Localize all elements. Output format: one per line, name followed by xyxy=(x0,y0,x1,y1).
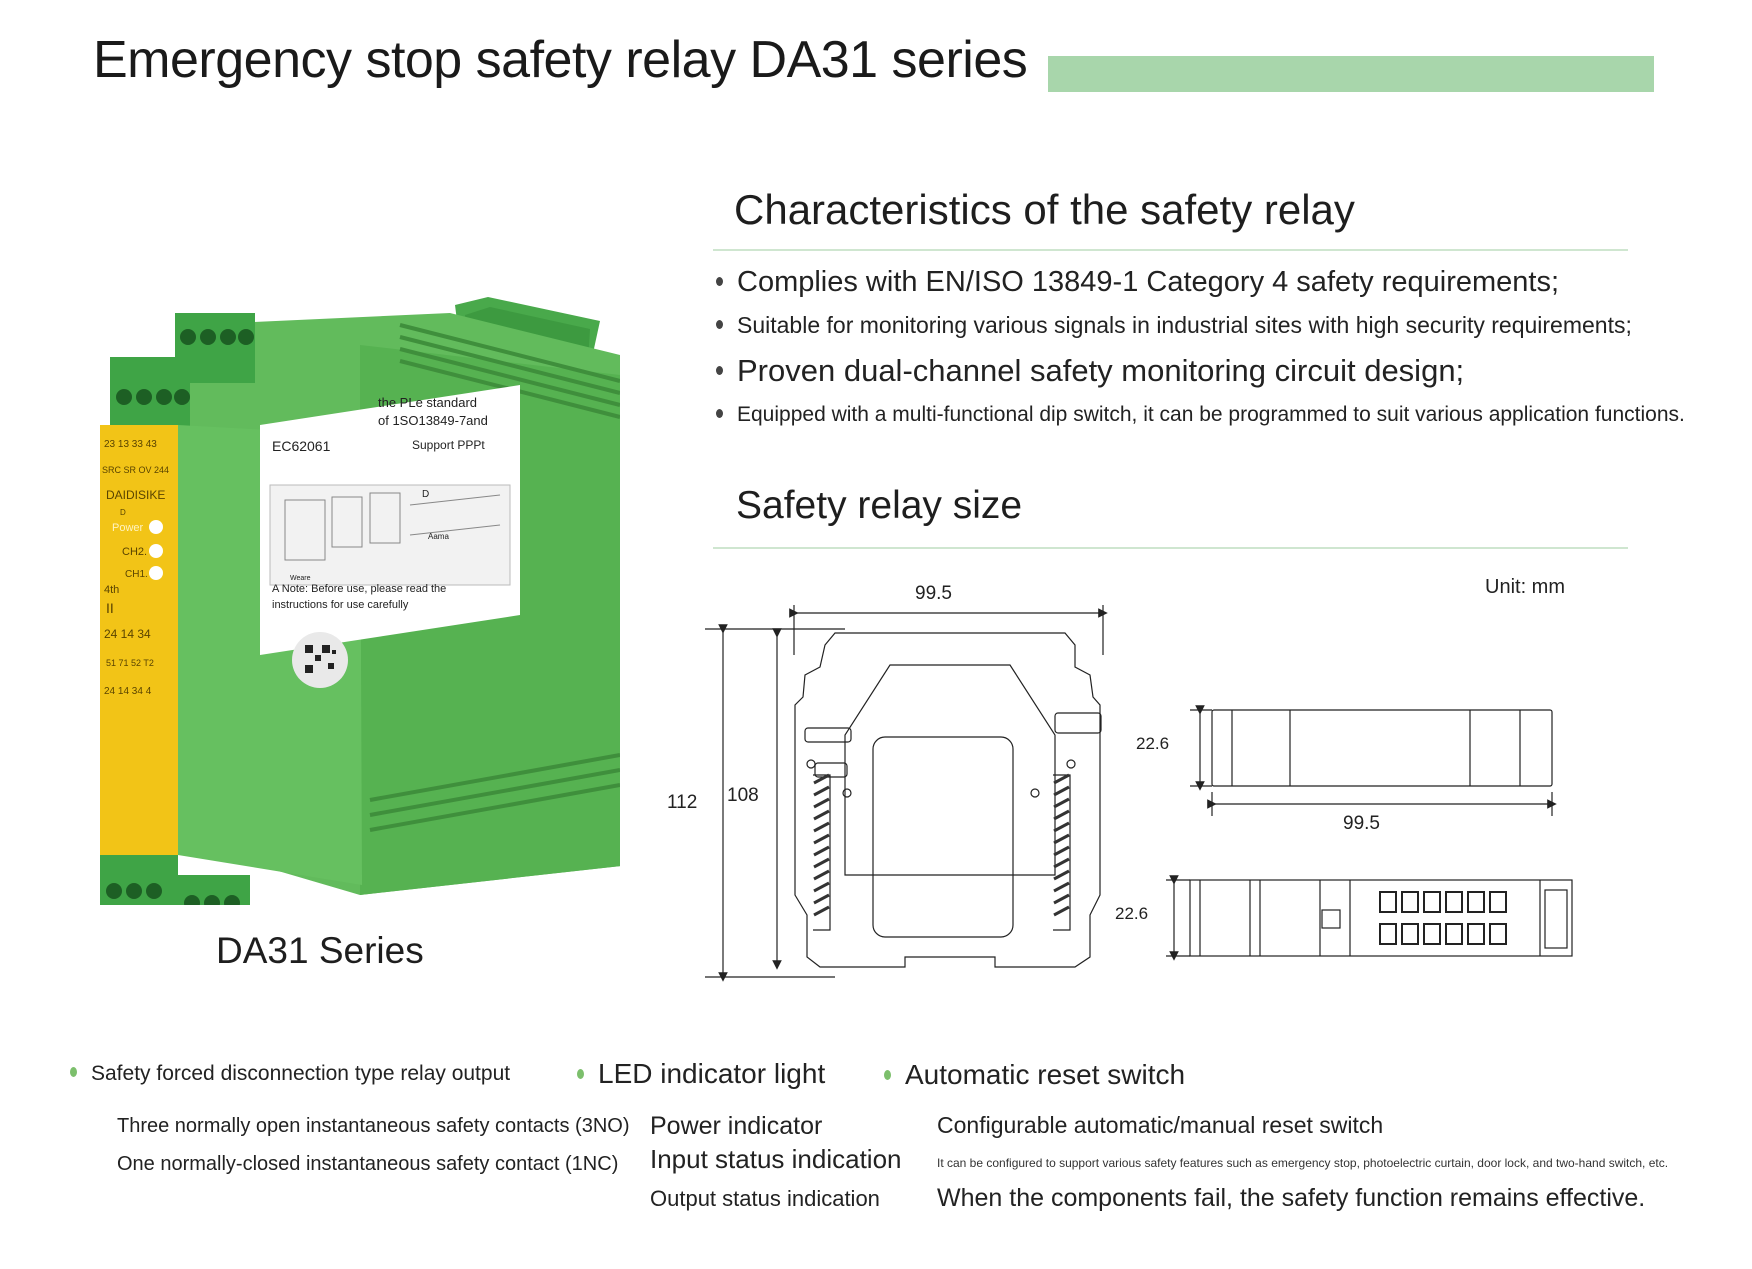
top-view-drawing xyxy=(1190,705,1557,816)
bullet-icon xyxy=(70,1067,77,1078)
dim-top-view-width: 99.5 xyxy=(1343,813,1380,834)
label-4th: 4th xyxy=(104,584,119,596)
label-note-1: A Note: Before use, please read the xyxy=(272,583,446,595)
label-top-terminals: 23 13 33 43 xyxy=(104,439,157,450)
feature-line: One normally-closed instantaneous safety… xyxy=(117,1153,619,1175)
label-power: Power xyxy=(112,522,144,534)
label-standard-1: the PLe standard xyxy=(378,395,477,410)
label-brand-sub: D xyxy=(120,508,126,517)
relay-product-image: 23 13 33 43 SRC SR OV 244 DAIDISIKE D Po… xyxy=(100,297,620,905)
label-pause: II xyxy=(106,600,114,616)
dim-bottom-view-height: 22.6 xyxy=(1115,904,1149,923)
label-standard-2: of 1SO13849-7and xyxy=(378,413,488,428)
dim-top-view-height: 22.6 xyxy=(1136,734,1170,753)
feature-title-relay-output: Safety forced disconnection type relay o… xyxy=(70,1062,510,1086)
feature-line: Output status indication xyxy=(650,1186,880,1211)
feature-line-small: It can be configured to support various … xyxy=(937,1156,1669,1170)
bullet-icon xyxy=(716,320,723,330)
characteristic-item: Complies with EN/ISO 13849-1 Category 4 … xyxy=(716,266,1559,299)
characteristics-divider xyxy=(713,249,1628,251)
label-lower-codes: 51 71 52 T2 xyxy=(106,658,154,668)
unit-label: Unit: mm xyxy=(1485,576,1565,598)
label-ec: EC62061 xyxy=(272,438,331,454)
feature-line: Power indicator xyxy=(650,1112,823,1140)
bullet-icon xyxy=(577,1068,584,1079)
characteristic-item: Suitable for monitoring various signals … xyxy=(716,312,1632,339)
feature-line: Input status indication xyxy=(650,1144,902,1174)
label-ch2: CH2. xyxy=(122,546,147,558)
page-title: Emergency stop safety relay DA31 series xyxy=(93,31,1028,89)
feature-title-reset: Automatic reset switch xyxy=(884,1059,1185,1091)
characteristic-item: Proven dual-channel safety monitoring ci… xyxy=(716,353,1464,389)
bullet-icon xyxy=(716,408,723,418)
label-d-mark: D xyxy=(422,489,429,500)
feature-title-led: LED indicator light xyxy=(577,1058,825,1090)
feature-line: Three normally open instantaneous safety… xyxy=(117,1115,630,1137)
bottom-view-drawing xyxy=(1166,875,1573,961)
title-accent-bar xyxy=(1048,56,1654,92)
label-signals: SRC SR OV 244 xyxy=(102,465,169,475)
label-weare: Weare xyxy=(290,575,311,582)
feature-line: When the components fail, the safety fun… xyxy=(937,1184,1646,1212)
bullet-icon xyxy=(716,276,723,286)
characteristics-heading: Characteristics of the safety relay xyxy=(734,186,1355,233)
label-bottom-terminals: 24 14 34 4 xyxy=(104,686,152,697)
product-caption: DA31 Series xyxy=(216,930,424,971)
label-ch1: CH1. xyxy=(125,569,148,580)
feature-line: Configurable automatic/manual reset swit… xyxy=(937,1112,1384,1138)
label-mid-terminals: 24 14 34 xyxy=(104,627,151,641)
dim-outer-height: 112 xyxy=(667,792,698,813)
size-heading: Safety relay size xyxy=(736,484,1023,527)
label-support: Support PPPt xyxy=(412,438,485,452)
label-brand: DAIDISIKE xyxy=(106,488,165,502)
bullet-icon xyxy=(884,1069,891,1080)
bullet-icon xyxy=(716,366,723,376)
size-divider xyxy=(713,547,1628,549)
label-note-2: instructions for use carefully xyxy=(272,599,409,611)
dim-front-width: 99.5 xyxy=(911,583,956,605)
front-view-drawing xyxy=(705,605,1108,982)
label-aama: Aama xyxy=(428,532,449,541)
dim-inner-height: 108 xyxy=(727,785,759,806)
characteristic-item: Equipped with a multi-functional dip swi… xyxy=(716,403,1685,427)
